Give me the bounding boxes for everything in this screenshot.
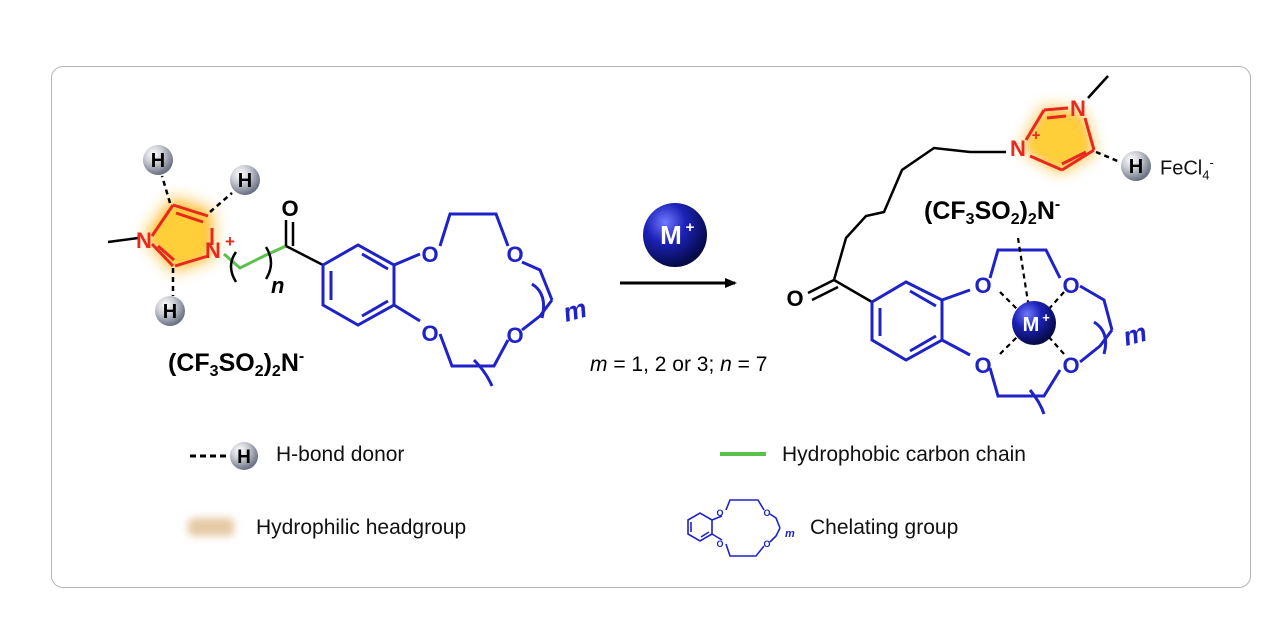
right-m-label: m xyxy=(1120,317,1150,352)
right-anion-formula: (CF3SO2)2N- xyxy=(924,196,1061,228)
right-carbonyl-o: O xyxy=(786,286,803,311)
legend-chain-label: Hydrophobic carbon chain xyxy=(782,443,1026,466)
right-plus-charge: + xyxy=(1032,127,1041,144)
left-h-atom-3: H xyxy=(163,301,177,323)
right-metal-symbol: M xyxy=(1023,314,1040,336)
right-crown-o-4: O xyxy=(1062,353,1079,378)
right-imidazolium-ring xyxy=(1024,106,1096,172)
right-carbonyl xyxy=(807,278,873,304)
legend-h-atom: H xyxy=(237,447,251,468)
right-crown-o-1: O xyxy=(974,273,991,298)
left-h-bonds xyxy=(160,175,233,296)
left-n-label: n xyxy=(271,273,284,298)
reagent-metal-symbol: M xyxy=(660,220,682,250)
left-h-atom-1: H xyxy=(151,150,165,172)
left-h-atoms xyxy=(143,145,260,326)
right-h-bond xyxy=(1095,150,1121,164)
left-h-atom-2: H xyxy=(238,170,252,192)
left-crown-o-3: O xyxy=(421,321,438,346)
reaction-conditions: m = 1, 2 or 3; n = 7 xyxy=(590,353,768,376)
left-imidazolium-ring xyxy=(150,203,214,268)
right-metal-ball xyxy=(1012,301,1056,345)
legend-chelating-label: Chelating group xyxy=(810,516,959,539)
right-crown-o-3: O xyxy=(974,353,991,378)
left-benzo-ring xyxy=(321,243,396,327)
left-anion-formula: (CF3SO2)2N- xyxy=(168,348,305,380)
left-n-atom-1: N xyxy=(136,228,152,253)
legend-hbond-label: H-bond donor xyxy=(276,443,405,466)
reagent-metal-charge: + xyxy=(686,219,695,236)
left-crown-ether xyxy=(393,212,554,387)
right-methyl xyxy=(1087,75,1109,99)
left-green-chain xyxy=(223,244,287,283)
left-m-label: m xyxy=(560,293,590,328)
right-n-atom-1: N xyxy=(1070,96,1086,121)
scheme-frame xyxy=(51,66,1251,588)
fecl4-label: FeCl4- xyxy=(1160,155,1214,183)
legend-o-2: O xyxy=(763,508,770,518)
legend-h-ball xyxy=(230,442,258,470)
legend-o-1: O xyxy=(716,508,723,518)
left-imidazolium-glow xyxy=(145,198,212,271)
right-n-atom-2: N xyxy=(1010,136,1026,161)
left-carbonyl-o: O xyxy=(281,196,298,221)
legend-chelating-icon xyxy=(687,499,781,557)
left-methyl xyxy=(107,236,139,244)
left-crown-o-1: O xyxy=(421,242,438,267)
left-n-atom-2: N xyxy=(205,238,221,263)
legend-chelating-o-atoms: O O O O xyxy=(716,508,770,549)
right-crown-o-2: O xyxy=(1062,273,1079,298)
legend-m-label: m xyxy=(785,528,795,540)
left-crown-o-4: O xyxy=(506,323,523,348)
right-coordination-bonds xyxy=(999,237,1065,355)
reagent-metal-ball xyxy=(643,203,707,267)
left-carbonyl xyxy=(284,220,324,267)
legend-headgroup-swatch xyxy=(188,518,234,536)
legend-o-3: O xyxy=(716,539,723,549)
legend-headgroup-label: Hydrophilic headgroup xyxy=(256,516,467,539)
right-h-atom: H xyxy=(1129,156,1143,178)
right-metal-charge: + xyxy=(1042,310,1050,325)
right-benzo-ring xyxy=(870,280,944,362)
right-h-ball xyxy=(1121,151,1151,181)
left-plus-charge: + xyxy=(225,232,235,251)
right-crown-ether xyxy=(941,248,1114,415)
right-alkyl-chain xyxy=(832,146,1006,281)
legend-o-4: O xyxy=(763,539,770,549)
left-crown-o-2: O xyxy=(506,242,523,267)
